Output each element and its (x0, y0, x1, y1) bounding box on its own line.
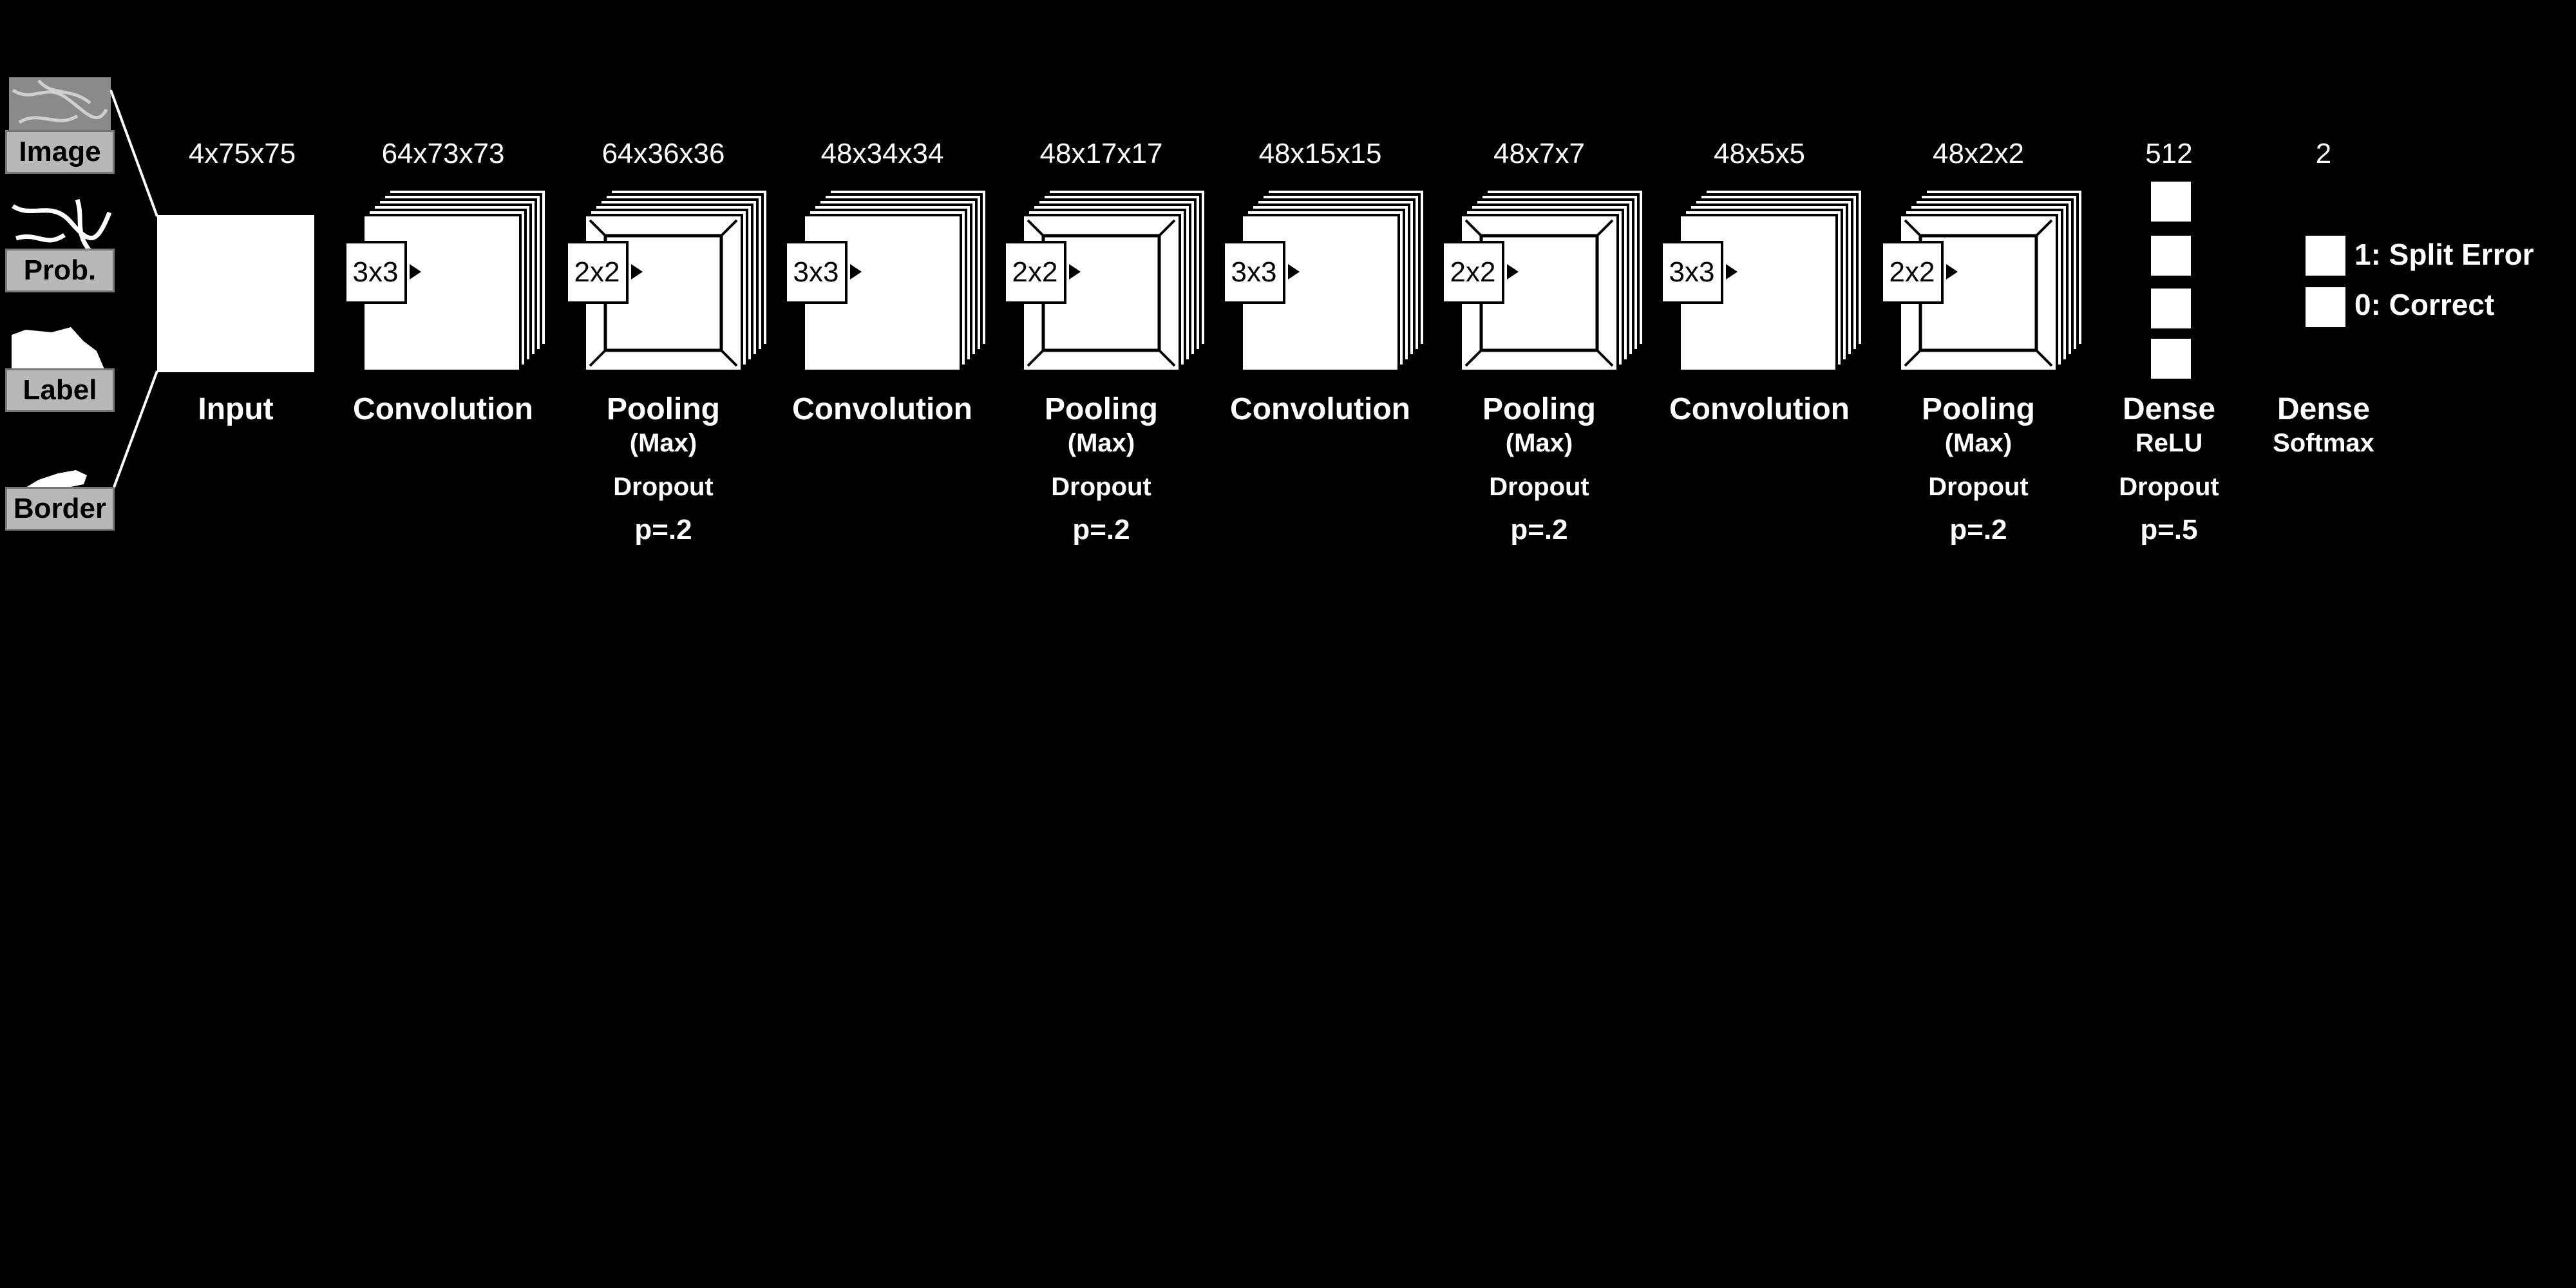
pooling-volume-8-corner-arrow (2035, 349, 2053, 367)
layer-subtitle: (Max) (1944, 429, 2012, 457)
pooling-volume-4-corner-arrow (1027, 219, 1045, 237)
dropout-probability: p=.5 (2140, 514, 2198, 545)
dropout-probability: p=.2 (1510, 514, 1568, 545)
layer-name: Input (198, 392, 274, 426)
pooling-volume-8-corner-arrow (2035, 219, 2053, 237)
layer-name: Convolution (1669, 392, 1850, 426)
pooling-volume-8-corner-arrow (1904, 349, 1922, 367)
layer-dims: 48x2x2 (1933, 138, 2024, 169)
kernel-size-box: 2x2 (1880, 241, 1944, 304)
layer-dims: 64x36x36 (601, 138, 725, 169)
dropout-label: Dropout (1928, 473, 2029, 501)
dense-neuron-1 (2151, 182, 2191, 222)
dropout-probability: p=.2 (634, 514, 692, 545)
dropout-label: Dropout (2119, 473, 2219, 501)
label-mask (12, 327, 106, 375)
layer-name: Pooling (1045, 392, 1158, 426)
layer-dims: 2 (2315, 138, 2332, 169)
dropout-label: Dropout (1489, 473, 1589, 501)
dense-neuron-2 (2151, 236, 2191, 276)
layer-name: Pooling (1482, 392, 1596, 426)
pooling-volume-6-corner-arrow (1596, 219, 1614, 237)
pooling-volume-2-corner-arrow (720, 349, 738, 367)
pooling-volume-4-corner-arrow (1158, 349, 1176, 367)
prob-texture (12, 198, 112, 253)
image-input-label: Image (5, 130, 115, 174)
dropout-label: Dropout (613, 473, 714, 501)
image-thumbnail (9, 77, 111, 137)
kernel-size-box: 2x2 (1441, 241, 1504, 304)
prob-thumbnail (9, 196, 111, 255)
layer-subtitle: (Max) (629, 429, 697, 457)
pooling-volume-2-corner-arrow (589, 219, 607, 237)
layer-subtitle: (Max) (1505, 429, 1573, 457)
layer-dims: 64x73x73 (381, 138, 505, 169)
layer-dims: 48x15x15 (1258, 138, 1382, 169)
convolution-volume-5-kernel-arrow (1288, 264, 1300, 279)
input-connector-top (109, 90, 158, 217)
input-connector-bottom (109, 370, 158, 497)
pooling-volume-8-kernel-arrow (1946, 264, 1958, 279)
dropout-probability: p=.2 (1949, 514, 2007, 545)
layer-subtitle: Softmax (2273, 429, 2374, 457)
output-label-split-error: 1: Split Error (2354, 238, 2534, 271)
layer-dims: 48x34x34 (820, 138, 944, 169)
layer-dims: 4x75x75 (188, 138, 296, 169)
pooling-volume-6-corner-arrow (1596, 349, 1614, 367)
label-input-label: Label (5, 368, 115, 412)
layer-subtitle: (Max) (1067, 429, 1135, 457)
input-thumbnails (9, 77, 112, 497)
pooling-volume-2-kernel-arrow (631, 264, 643, 279)
layer-name: Convolution (792, 392, 972, 426)
pooling-volume-8-corner-arrow (1904, 219, 1922, 237)
output-label-correct: 0: Correct (2354, 288, 2495, 321)
layer-name: Dense (2277, 392, 2371, 426)
pooling-volume-6-corner-arrow (1464, 349, 1482, 367)
layer-dims: 48x7x7 (1493, 138, 1585, 169)
pooling-volume-4-corner-arrow (1158, 219, 1176, 237)
layer-subtitle: ReLU (2135, 429, 2203, 457)
dense-neuron-3 (2151, 289, 2191, 328)
layer-name: Convolution (353, 392, 533, 426)
dense-neuron-4 (2151, 339, 2191, 379)
pooling-volume-2-corner-arrow (720, 219, 738, 237)
layer-name: Pooling (1922, 392, 2035, 426)
pooling-volume-6-corner-arrow (1464, 219, 1482, 237)
layer-dims: 48x5x5 (1714, 138, 1805, 169)
layer-name: Dense (2122, 392, 2216, 426)
kernel-size-box: 3x3 (1660, 241, 1723, 304)
layer-dims: 512 (2145, 138, 2193, 169)
kernel-size-box: 2x2 (1003, 241, 1066, 304)
prob-input-label: Prob. (5, 249, 115, 292)
convolution-volume-1-kernel-arrow (410, 264, 421, 279)
convolution-volume-7-kernel-arrow (1726, 264, 1738, 279)
border-input-label: Border (5, 487, 115, 531)
pooling-volume-4-corner-arrow (1027, 349, 1045, 367)
output-neuron-correct (2306, 287, 2345, 327)
layer-name: Convolution (1230, 392, 1410, 426)
layer-name: Pooling (607, 392, 720, 426)
kernel-size-box: 3x3 (344, 241, 407, 304)
kernel-size-box: 2x2 (565, 241, 629, 304)
dropout-label: Dropout (1051, 473, 1151, 501)
pooling-volume-4-kernel-arrow (1069, 264, 1081, 279)
convolution-volume-3-kernel-arrow (850, 264, 862, 279)
pooling-volume-2-corner-arrow (589, 349, 607, 367)
kernel-size-box: 3x3 (1222, 241, 1285, 304)
layer-dims: 48x17x17 (1039, 138, 1163, 169)
dropout-probability: p=.2 (1072, 514, 1130, 545)
input-volume (157, 215, 314, 372)
kernel-size-box: 3x3 (784, 241, 848, 304)
pooling-volume-6-kernel-arrow (1507, 264, 1519, 279)
image-texture (12, 79, 108, 124)
output-neuron-split-error (2306, 236, 2345, 276)
